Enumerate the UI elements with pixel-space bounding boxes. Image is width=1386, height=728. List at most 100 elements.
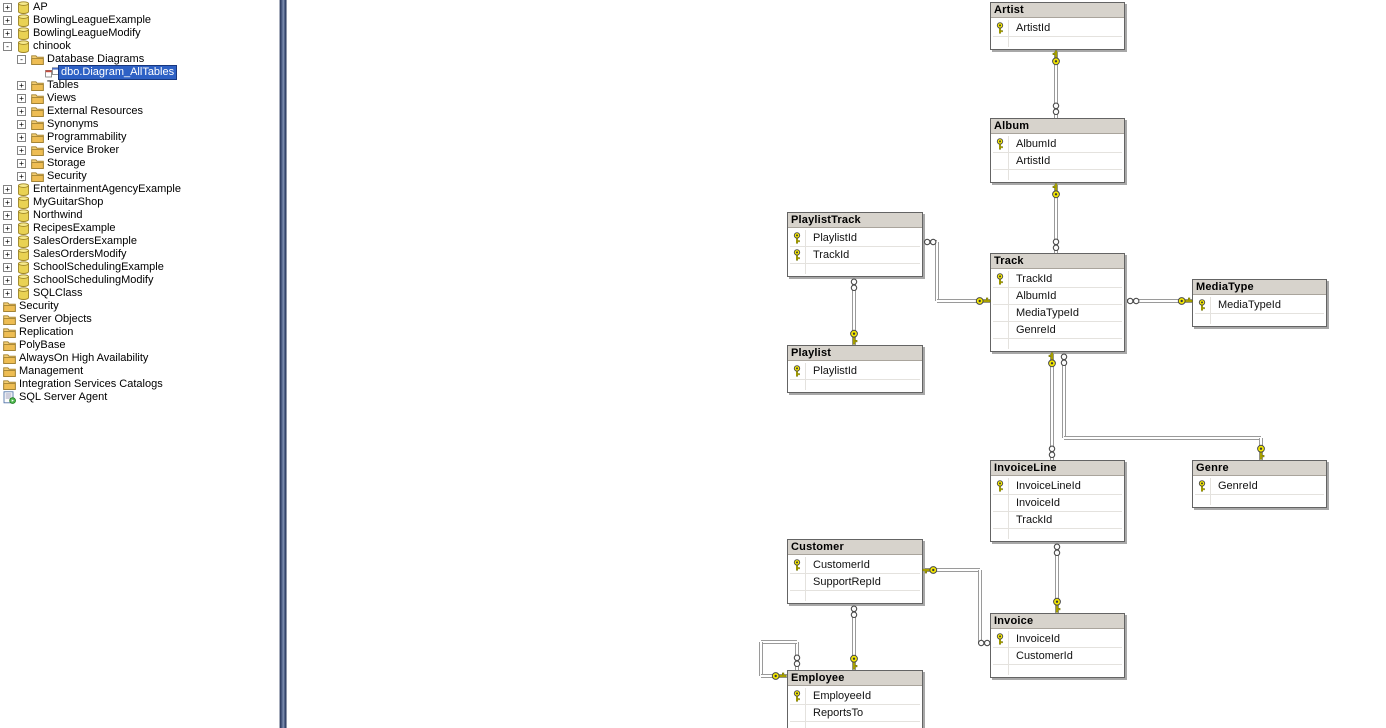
entity-column-row-albumid[interactable]: AlbumId <box>993 136 1122 153</box>
relationship-line-segment[interactable] <box>1064 436 1261 440</box>
tree-item-service-broker[interactable]: +Service Broker <box>0 144 279 157</box>
entity-column-row-genreid[interactable]: GenreId <box>993 322 1122 339</box>
primary-key-cell[interactable] <box>790 230 806 246</box>
tree-item-management[interactable]: Management <box>0 365 279 378</box>
entity-column-row-customerid[interactable]: CustomerId <box>993 648 1122 665</box>
entity-column-row-trackid[interactable]: TrackId <box>993 512 1122 529</box>
entity-column-row-playlistid[interactable]: PlaylistId <box>790 363 920 380</box>
tree-item-storage[interactable]: +Storage <box>0 157 279 170</box>
tree-item-database-diagrams[interactable]: -Database Diagrams <box>0 53 279 66</box>
tree-item-external-resources[interactable]: +External Resources <box>0 105 279 118</box>
expand-toggle[interactable]: + <box>17 94 26 103</box>
tree-item-security[interactable]: Security <box>0 300 279 313</box>
expand-toggle[interactable]: + <box>3 289 12 298</box>
entity-table-title[interactable]: Playlist <box>788 346 922 361</box>
expand-toggle[interactable]: + <box>17 133 26 142</box>
tree-item-sqlclass[interactable]: +SQLClass <box>0 287 279 300</box>
entity-column-row-reportsto[interactable]: ReportsTo <box>790 705 920 722</box>
empty-column-row[interactable] <box>993 665 1122 675</box>
relationship-line-segment[interactable] <box>1054 50 1058 118</box>
entity-table-title[interactable]: Employee <box>788 671 922 686</box>
entity-table-title[interactable]: Album <box>991 119 1124 134</box>
tree-item-programmability[interactable]: +Programmability <box>0 131 279 144</box>
row-selector-cell[interactable] <box>993 322 1009 338</box>
tree-item-polybase[interactable]: PolyBase <box>0 339 279 352</box>
empty-column-row[interactable] <box>1195 314 1324 324</box>
relationship-line-segment[interactable] <box>1062 352 1066 438</box>
primary-key-cell[interactable] <box>790 247 806 263</box>
row-selector-cell[interactable] <box>993 153 1009 169</box>
expand-toggle[interactable]: + <box>17 107 26 116</box>
primary-key-cell[interactable] <box>993 20 1009 36</box>
expand-toggle[interactable]: + <box>3 276 12 285</box>
primary-key-cell[interactable] <box>790 688 806 704</box>
entity-column-row-trackid[interactable]: TrackId <box>993 271 1122 288</box>
collapse-toggle[interactable]: - <box>17 55 26 64</box>
entity-column-row-artistid[interactable]: ArtistId <box>993 20 1122 37</box>
tree-item-alwayson-high-availability[interactable]: AlwaysOn High Availability <box>0 352 279 365</box>
row-selector-cell[interactable] <box>790 574 806 590</box>
entity-table-title[interactable]: Invoice <box>991 614 1124 629</box>
expand-toggle[interactable]: + <box>17 159 26 168</box>
relationship-line-segment[interactable] <box>978 570 982 643</box>
tree-item-bowlingleaguemodify[interactable]: +BowlingLeagueModify <box>0 27 279 40</box>
primary-key-cell[interactable] <box>993 271 1009 287</box>
empty-column-row[interactable] <box>790 380 920 390</box>
row-selector-cell[interactable] <box>993 288 1009 304</box>
tree-item-integration-services-catalogs[interactable]: Integration Services Catalogs <box>0 378 279 391</box>
tree-item-salesordersmodify[interactable]: +SalesOrdersModify <box>0 248 279 261</box>
relationship-line-segment[interactable] <box>1050 352 1054 460</box>
expand-toggle[interactable]: + <box>3 224 12 233</box>
relationship-line-segment[interactable] <box>759 642 763 676</box>
relationship-line-segment[interactable] <box>1125 299 1192 303</box>
entity-column-row-supportrepid[interactable]: SupportRepId <box>790 574 920 591</box>
entity-column-row-mediatypeid[interactable]: MediaTypeId <box>993 305 1122 322</box>
tree-item-security[interactable]: +Security <box>0 170 279 183</box>
expand-toggle[interactable]: + <box>17 120 26 129</box>
tree-item-sql-server-agent[interactable]: SQL Server Agent <box>0 391 279 404</box>
empty-column-row[interactable] <box>993 339 1122 349</box>
empty-column-row[interactable] <box>993 37 1122 47</box>
expand-toggle[interactable]: + <box>3 185 12 194</box>
row-selector-cell[interactable] <box>993 648 1009 664</box>
entity-table-title[interactable]: Genre <box>1193 461 1326 476</box>
row-selector-cell[interactable] <box>993 305 1009 321</box>
pane-splitter[interactable] <box>279 0 287 728</box>
expand-toggle[interactable]: + <box>3 3 12 12</box>
expand-toggle[interactable]: + <box>3 198 12 207</box>
relationship-line-segment[interactable] <box>1055 542 1059 613</box>
row-selector-cell[interactable] <box>993 495 1009 511</box>
tree-item-dbo-diagram-alltables[interactable]: dbo.Diagram_AllTables <box>0 65 279 80</box>
expand-toggle[interactable]: + <box>3 237 12 246</box>
expand-toggle[interactable]: + <box>3 211 12 220</box>
primary-key-cell[interactable] <box>993 631 1009 647</box>
expand-toggle[interactable]: + <box>3 250 12 259</box>
relationship-line-segment[interactable] <box>923 568 980 572</box>
tree-item-tables[interactable]: +Tables <box>0 79 279 92</box>
relationship-line-segment[interactable] <box>1054 183 1058 253</box>
empty-column-row[interactable] <box>790 722 920 728</box>
tree-item-chinook[interactable]: -chinook <box>0 40 279 53</box>
expand-toggle[interactable]: + <box>3 16 12 25</box>
tree-item-server-objects[interactable]: Server Objects <box>0 313 279 326</box>
relationship-line-segment[interactable] <box>937 299 990 303</box>
entity-table-title[interactable]: Customer <box>788 540 922 555</box>
entity-column-row-artistid[interactable]: ArtistId <box>993 153 1122 170</box>
tree-item-ap[interactable]: +AP <box>0 1 279 14</box>
relationship-line-segment[interactable] <box>935 242 939 301</box>
expand-toggle[interactable]: + <box>17 81 26 90</box>
entity-column-row-invoicelineid[interactable]: InvoiceLineId <box>993 478 1122 495</box>
primary-key-cell[interactable] <box>790 363 806 379</box>
entity-column-row-customerid[interactable]: CustomerId <box>790 557 920 574</box>
entity-table-title[interactable]: InvoiceLine <box>991 461 1124 476</box>
tree-item-schoolschedulingexample[interactable]: +SchoolSchedulingExample <box>0 261 279 274</box>
tree-item-recipesexample[interactable]: +RecipesExample <box>0 222 279 235</box>
tree-item-northwind[interactable]: +Northwind <box>0 209 279 222</box>
